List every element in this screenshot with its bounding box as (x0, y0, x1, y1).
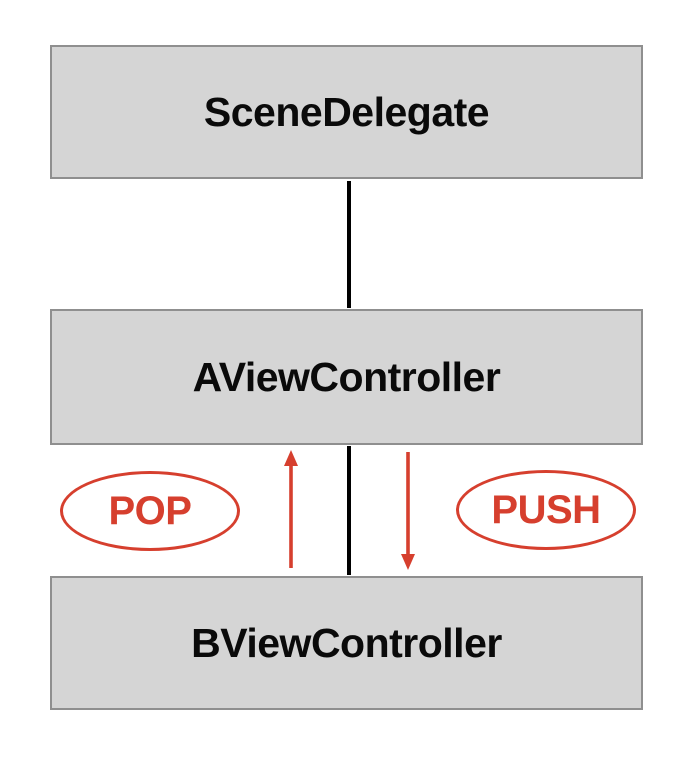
node-a-view-controller: AViewController (50, 309, 643, 445)
push-arrow-down-icon (401, 452, 415, 570)
node-b-view-controller-label: BViewController (191, 619, 502, 666)
node-scene-delegate: SceneDelegate (50, 45, 643, 179)
node-b-view-controller: BViewController (50, 576, 643, 710)
push-badge-label: PUSH (491, 487, 601, 532)
pop-arrow-up-icon (284, 450, 298, 568)
pop-badge-label: POP (108, 488, 192, 533)
node-scene-delegate-label: SceneDelegate (203, 88, 490, 135)
node-a-view-controller-label: AViewController (192, 353, 501, 400)
pop-badge-ellipse: POP (60, 471, 240, 551)
push-badge-ellipse: PUSH (456, 470, 636, 550)
